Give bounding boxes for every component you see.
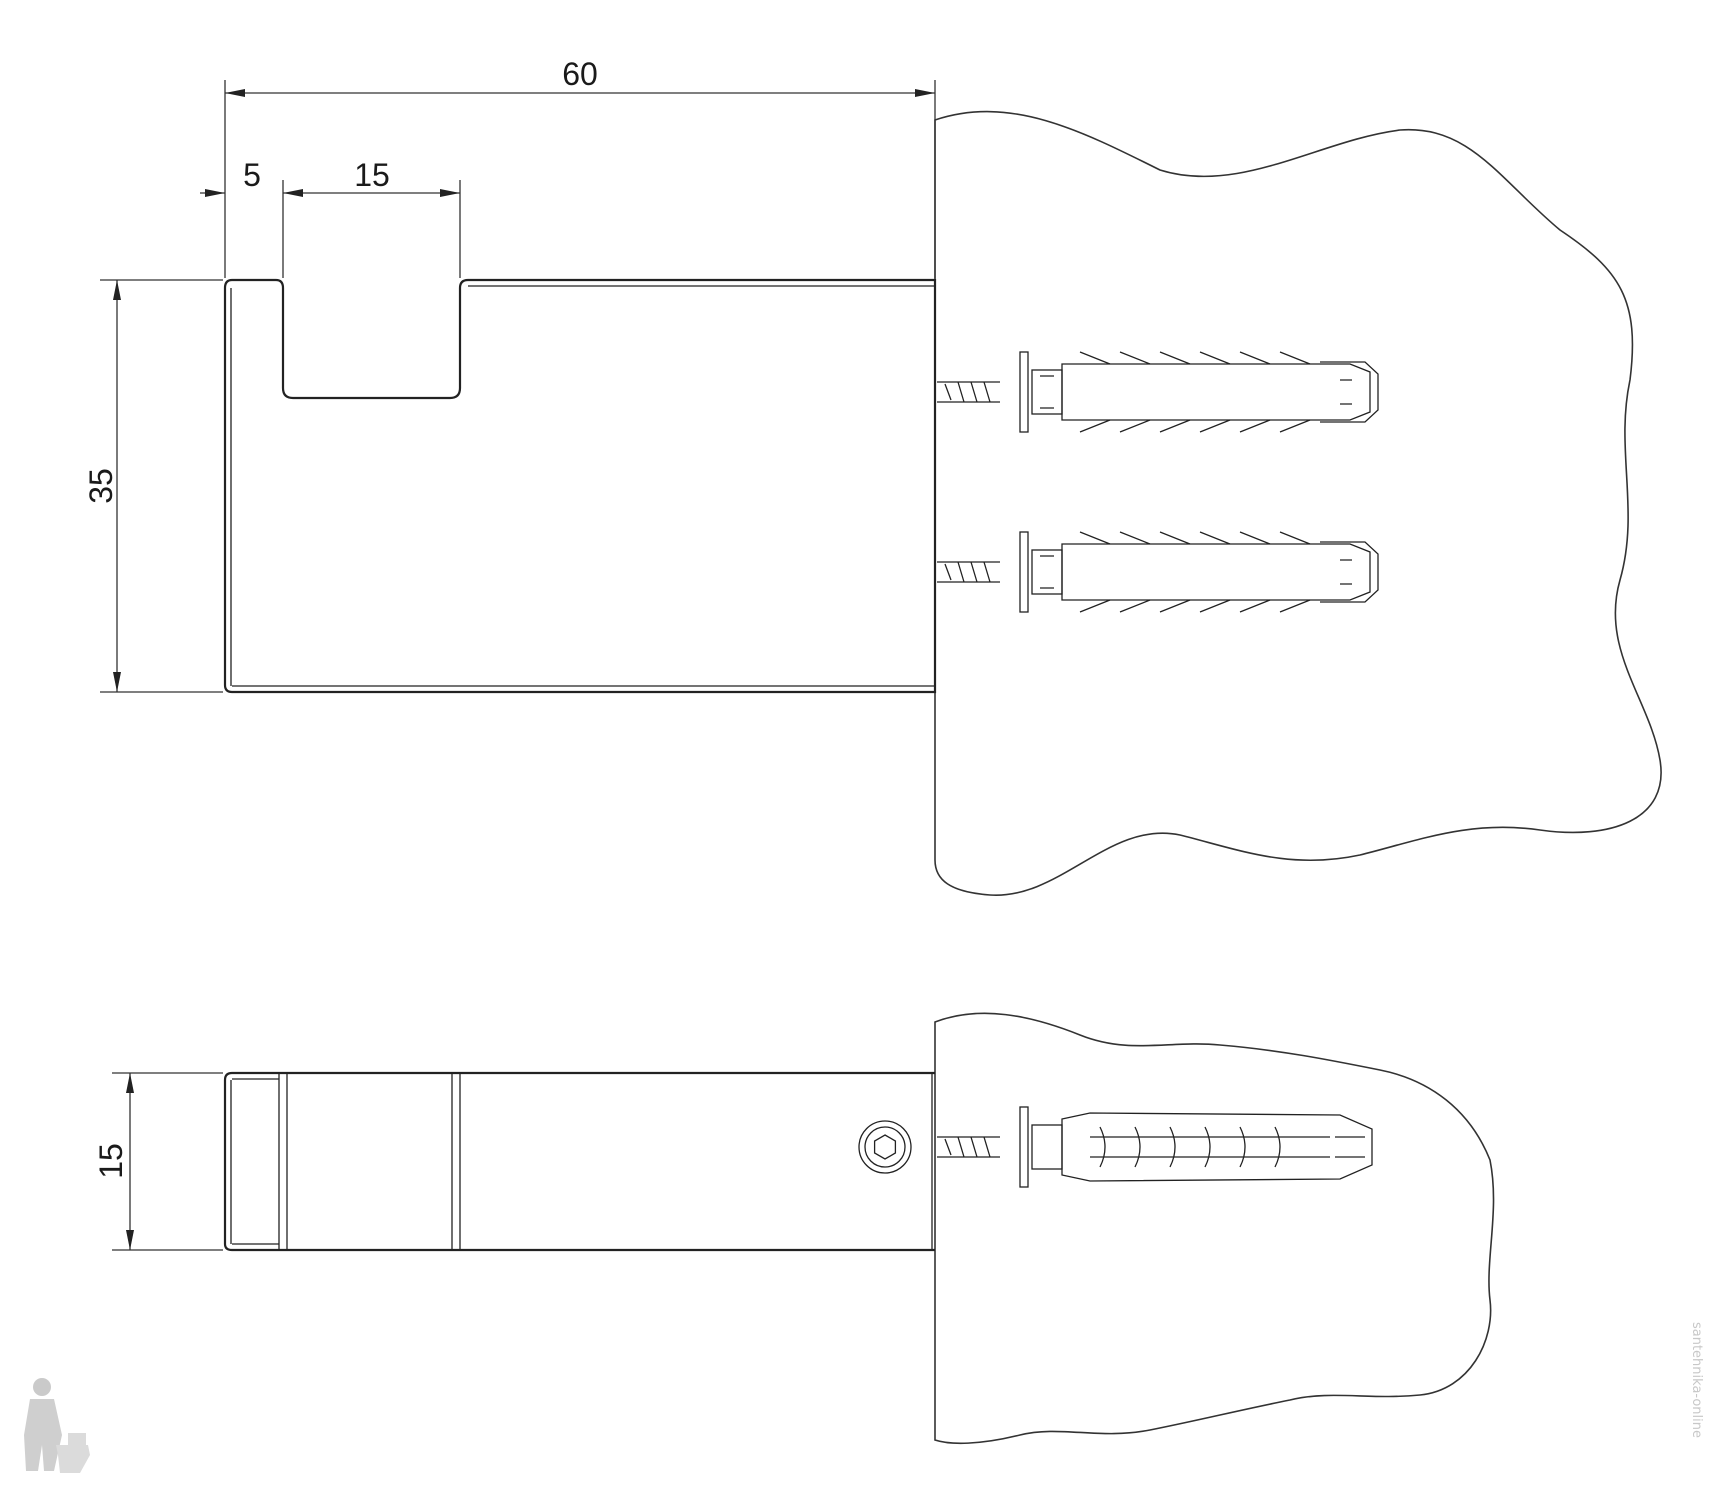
dimension-height: 35 bbox=[83, 279, 223, 693]
dimension-slot: 5 15 bbox=[200, 157, 461, 278]
wall-section-top bbox=[934, 110, 1662, 896]
anchor-screw-upper bbox=[937, 351, 1379, 433]
dimension-overall-length: 60 bbox=[224, 56, 936, 278]
hook-body-side-inner bbox=[230, 285, 935, 687]
hex-socket-bolt-icon bbox=[858, 1120, 912, 1174]
hook-body-side bbox=[223, 278, 937, 694]
watermark-vertical-text: santehnika-online bbox=[1689, 1322, 1704, 1438]
hook-body-top bbox=[223, 1071, 935, 1252]
top-view: 15 bbox=[93, 1012, 1495, 1445]
dimension-5-label: 5 bbox=[243, 157, 261, 193]
dimension-60-label: 60 bbox=[562, 56, 598, 92]
anchor-screw-lower bbox=[937, 531, 1379, 613]
dimension-15-thickness-label: 15 bbox=[93, 1143, 129, 1179]
hook-body-top-lines bbox=[230, 1073, 933, 1250]
dimension-thickness: 15 bbox=[93, 1072, 223, 1251]
anchor-screw-top-view bbox=[937, 1106, 1373, 1188]
side-view: 60 5 15 35 bbox=[83, 56, 1662, 896]
dimension-15-label: 15 bbox=[354, 157, 390, 193]
dimension-35-label: 35 bbox=[83, 468, 119, 504]
plumber-with-toilet-logo bbox=[24, 1378, 90, 1473]
wall-section-bottom bbox=[934, 1012, 1495, 1445]
